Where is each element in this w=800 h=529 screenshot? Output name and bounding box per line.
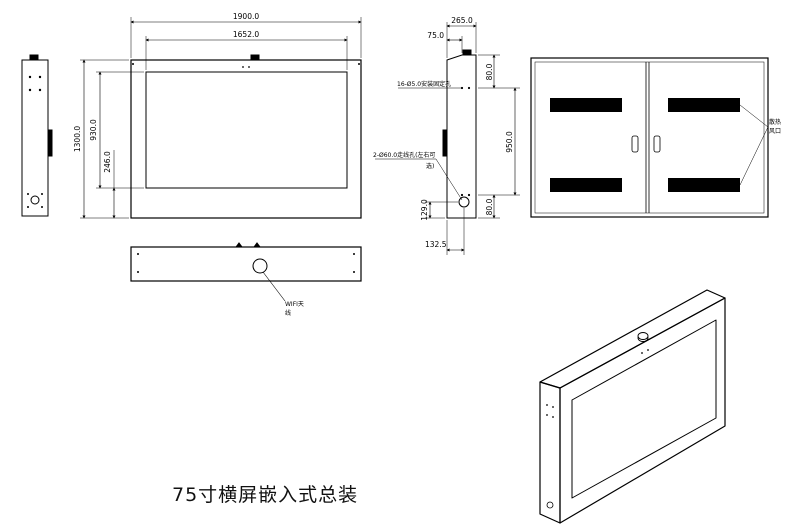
drawing-title: 75寸横屏嵌入式总装	[172, 484, 358, 506]
dim-bottom-offset-side: 80.0	[485, 198, 494, 215]
dim-width-screen: 1652.0	[233, 30, 259, 39]
dim-hole-height: 129.0	[420, 199, 429, 221]
vent-slots	[550, 98, 740, 192]
dim-top-offset: 80.0	[485, 63, 494, 80]
dim-width-overall: 1900.0	[233, 12, 259, 21]
back-view	[530, 57, 769, 218]
front-view	[80, 17, 362, 219]
vent-label: 散热	[769, 118, 781, 126]
left-side-view	[21, 54, 53, 217]
vent-label-2: 风口	[769, 128, 781, 135]
note-holes-side-2: 选)	[426, 162, 434, 170]
dim-height-overall: 1300.0	[73, 126, 82, 152]
dim-height-screen: 930.0	[89, 119, 98, 141]
right-side-view	[375, 22, 520, 255]
note-holes-top: 16-Ø5.0安装固定孔	[397, 80, 451, 88]
wifi-label: WIFI天	[285, 301, 304, 308]
dim-depth-front: 75.0	[427, 31, 444, 40]
dim-bottom-offset: 246.0	[103, 151, 112, 173]
note-holes-side: 2-Ø60.0走线孔(左右可	[373, 151, 435, 159]
isometric-view	[539, 289, 726, 524]
dim-vertical-span: 950.0	[505, 131, 514, 153]
bottom-view	[130, 242, 362, 302]
dim-bottom-width: 132.5	[425, 240, 447, 249]
wifi-label-2: 线	[285, 309, 291, 317]
dim-depth-overall: 265.0	[451, 16, 473, 25]
